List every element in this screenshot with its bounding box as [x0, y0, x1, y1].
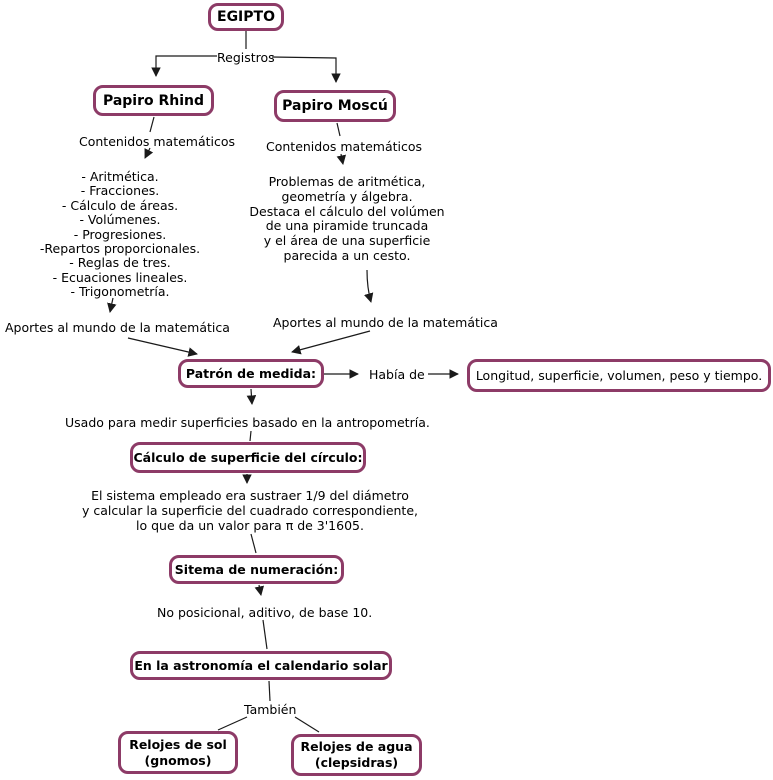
- paragraph-line: geometría y álgebra.: [281, 188, 413, 204]
- paragraph-line: parecida a un cesto.: [283, 247, 411, 263]
- list-item: - Trigonometría.: [70, 284, 170, 300]
- edge-label-aportes-rhind: Aportes al mundo de la matemática: [5, 320, 230, 335]
- edge-contenidos-lista: [144, 147, 154, 159]
- usado-antropometria-text: Usado para medir superficies basado en l…: [65, 415, 430, 430]
- node-relojes-agua: Relojes de agua (clepsidras): [291, 734, 422, 776]
- node-calculo-circulo: Cálculo de superficie del círculo:: [130, 442, 366, 473]
- edge-numeracion-descripcion: [254, 584, 265, 596]
- edge-parrafo-numeracion: [250, 533, 257, 554]
- moscu-description: Problemas de aritmética, geometría y álg…: [247, 174, 447, 264]
- node-relojes-sol-line1: Relojes de sol: [129, 736, 227, 752]
- edge-registros-rhind: [151, 55, 217, 77]
- edge-patron-usado: [246, 388, 257, 405]
- edge-lista-aportes: [107, 297, 117, 313]
- edge-moscu-contenidos: [336, 122, 341, 137]
- rhind-contents-list: - Aritmética. - Fracciones. - Cálculo de…: [20, 169, 220, 300]
- node-calculo-circulo-label: Cálculo de superficie del círculo:: [133, 450, 363, 465]
- node-magnitudes: Longitud, superficie, volumen, peso y ti…: [467, 359, 771, 392]
- node-calendario-solar-label: En la astronomía el calendario solar: [134, 658, 388, 673]
- node-relojes-agua-line1: Relojes de agua: [300, 739, 413, 754]
- edge-label-habia-de: Había de: [369, 367, 425, 382]
- edge-registros-moscu: [271, 56, 341, 83]
- numeracion-descripcion-text: No posicional, aditivo, de base 10.: [157, 605, 373, 620]
- node-sistema-numeracion: Sitema de numeración:: [169, 555, 344, 584]
- list-item: - Cálculo de áreas.: [61, 197, 179, 213]
- node-patron-de-medida-label: Patrón de medida:: [185, 366, 317, 381]
- node-papiro-moscu-label: Papiro Moscú: [282, 98, 388, 114]
- edge-calendario-tambien: [268, 680, 271, 702]
- list-item: - Aritmética.: [81, 169, 159, 184]
- edge-descripcion-calendario: [262, 619, 268, 650]
- node-sistema-numeracion-label: Sitema de numeración:: [174, 562, 339, 577]
- list-item: - Ecuaciones lineales.: [52, 269, 188, 285]
- node-papiro-rhind: Papiro Rhind: [93, 85, 214, 116]
- list-item: -Repartos proporcionales.: [39, 241, 201, 257]
- node-papiro-moscu: Papiro Moscú: [274, 90, 396, 122]
- edge-rhind-contenidos: [149, 116, 155, 133]
- edge-usado-calculo: [249, 430, 252, 442]
- node-papiro-rhind-label: Papiro Rhind: [102, 92, 205, 109]
- paragraph-line: y calcular la superficie del cuadrado co…: [81, 503, 419, 518]
- edge-parrafo-aportes: [364, 269, 374, 303]
- paragraph-line: Problemas de aritmética,: [268, 174, 426, 189]
- list-item: - Fracciones.: [80, 183, 160, 199]
- edge-aportes-izq-patron: [127, 337, 198, 357]
- node-egipto-label: EGIPTO: [217, 9, 275, 25]
- edge-label-aportes-moscu: Aportes al mundo de la matemática: [273, 315, 498, 330]
- paragraph-line: y el área de una superficie: [263, 233, 431, 249]
- node-patron-de-medida: Patrón de medida:: [178, 359, 324, 388]
- edge-label-registros: Registros: [217, 50, 275, 65]
- edge-aportes-der-patron: [291, 330, 371, 355]
- edge-label-contenidos-moscu: Contenidos matemáticos: [266, 139, 423, 154]
- paragraph-line: Destaca el cálculo del volúmen: [249, 203, 445, 219]
- node-magnitudes-label: Longitud, superficie, volumen, peso y ti…: [475, 368, 763, 383]
- edge-contenidos-parrafo: [336, 153, 347, 165]
- node-relojes-sol: Relojes de sol (gnomos): [118, 731, 238, 774]
- list-item: - Volúmenes.: [79, 212, 161, 228]
- edge-label-contenidos-rhind: Contenidos matemáticos: [79, 134, 236, 149]
- sistema-circulo-description: El sistema empleado era sustraer 1/9 del…: [72, 488, 428, 533]
- paragraph-line: El sistema empleado era sustraer 1/9 del…: [91, 488, 409, 503]
- list-item: - Reglas de tres.: [69, 255, 171, 271]
- paragraph-line: de una piramide truncada: [265, 218, 429, 234]
- node-egipto: EGIPTO: [208, 3, 284, 31]
- list-item: - Progresiones.: [73, 226, 167, 242]
- node-relojes-sol-line2: (gnomos): [144, 752, 212, 768]
- node-calendario-solar: En la astronomía el calendario solar: [130, 651, 392, 680]
- edge-label-tambien: También: [244, 702, 297, 717]
- node-relojes-agua-line2: (clepsidras): [314, 755, 399, 770]
- edge-tambien-agua: [294, 716, 320, 733]
- paragraph-line: lo que da un valor para π de 3'1605.: [136, 518, 364, 533]
- edge-tambien-sol: [217, 716, 248, 731]
